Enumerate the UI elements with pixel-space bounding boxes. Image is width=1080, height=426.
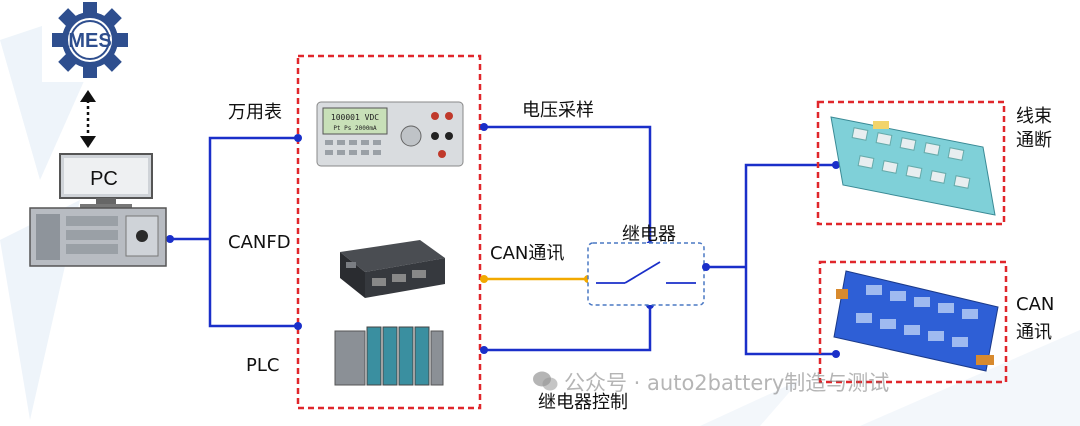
harness-board-icon [830,116,996,216]
harness-label-line2: 通断 [1016,130,1052,151]
harness-dashed-box [816,100,1006,226]
relay-control-label: 继电器控制 [538,392,628,413]
pc-wires [170,136,298,328]
wechat-icon [533,371,558,391]
can-board-icon [833,270,999,372]
relay-control-wire [484,305,652,352]
multimeter-display-sub: Pt Ps 2000mA [333,125,377,132]
relay-box [587,242,705,306]
harness-label-line1: 线束 [1016,106,1052,127]
canfd-device-icon [340,240,445,298]
voltage-sampling-label: 电压采样 [522,100,594,121]
mes-label: MES [68,30,111,52]
pc-icon: PC [29,153,167,267]
multimeter-icon: 100001 VDC Pt Ps 2000mA [316,101,464,167]
multimeter-label: 万用表 [228,102,282,123]
arrow-down-icon [80,136,96,148]
can-target-label-line2: 通讯 [1016,322,1052,343]
watermark-text: 公众号 · auto2battery制造与测试 [564,371,890,395]
can-target-label-line1: CAN [1016,294,1055,315]
can-dashed-box [818,260,1008,384]
instrument-dashed-box [296,54,482,410]
arrow-up-icon [80,90,96,102]
can-comm-label: CAN通讯 [490,243,565,264]
plc-icon [334,326,444,386]
voltage-sampling-wire [484,125,652,245]
plc-label: PLC [246,355,280,376]
target-wires [706,163,836,356]
relay-label: 继电器 [622,224,676,245]
pc-label: PC [90,168,118,190]
mes-gear-icon: MES [52,2,128,78]
multimeter-display-main: 100001 VDC [331,113,379,122]
canfd-label: CANFD [228,232,291,253]
